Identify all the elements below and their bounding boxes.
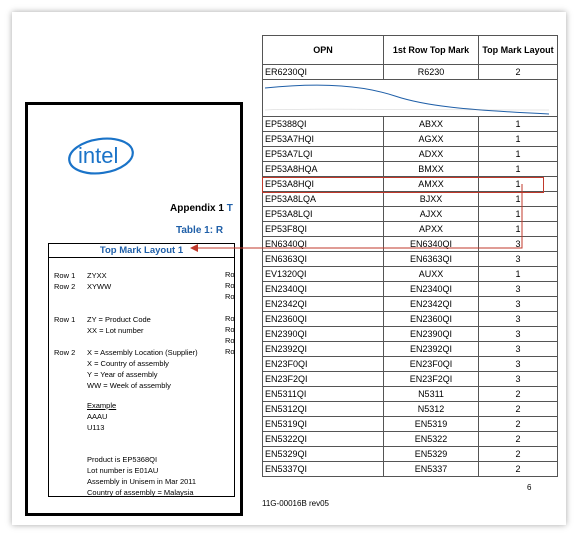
def-row1-line: XX = Lot number <box>87 326 144 335</box>
row2-value: XYWW <box>87 282 112 291</box>
table-cell: ER6230QI <box>262 64 384 80</box>
cut-text: Ro <box>225 270 235 279</box>
table-cell: EN5337 <box>383 461 479 477</box>
cut-text: Ro <box>225 314 235 323</box>
table-cell: 2 <box>478 461 558 477</box>
cut-text: Ro <box>225 281 235 290</box>
cut-text: Ro <box>225 292 235 301</box>
highlight-row-box <box>262 177 544 193</box>
row1-label: Row 1 <box>54 271 76 280</box>
cut-text: Ro <box>225 336 235 345</box>
appendix-title: Appendix 1 T <box>170 203 233 214</box>
left-page: intel Appendix 1 T Table 1: R Top Mark L… <box>25 102 243 516</box>
table-cell: R6230 <box>383 64 479 80</box>
def-row2-line: WW = Week of assembly <box>87 381 171 390</box>
wavy-break-icon <box>265 84 549 115</box>
arrow-head-icon <box>190 244 198 252</box>
doc-id: 11G-00016B rev05 <box>262 499 330 508</box>
row1-value: ZYXX <box>87 271 107 280</box>
table-cell: 2 <box>478 64 558 80</box>
example-line: AAAU <box>87 412 108 421</box>
def-row1-label: Row 1 <box>54 315 76 324</box>
cut-text: Ro <box>225 325 235 334</box>
table-cell: EN5337QI <box>262 461 384 477</box>
header-opn: OPN <box>262 35 384 65</box>
product-line: Country of assembly = Malaysia <box>87 488 194 497</box>
intel-logo: intel <box>68 137 134 175</box>
product-line: Product is EP5368QI <box>87 455 158 464</box>
right-page: OPN 1st Row Top Mark Top Mark Layout ER6… <box>250 35 560 520</box>
def-row2-line: X = Country of assembly <box>87 359 169 368</box>
def-row2-line: X = Assembly Location (Supplier) <box>87 348 198 357</box>
logo-text: intel <box>78 143 118 168</box>
layout-box-title: Top Mark Layout 1 <box>49 244 234 258</box>
table-title: Table 1: R <box>176 225 224 236</box>
def-row2-label: Row 2 <box>54 348 76 357</box>
cut-text: Ro <box>225 347 235 356</box>
layout-box: Top Mark Layout 1 Row 1 ZYXX Row 2 XYWW … <box>48 243 235 497</box>
table-gap <box>262 79 558 117</box>
top-mark-table: OPN 1st Row Top Mark Top Mark Layout ER6… <box>262 35 558 477</box>
product-line: Lot number is E01AU <box>87 466 159 475</box>
row2-label: Row 2 <box>54 282 76 291</box>
def-row1-line: ZY = Product Code <box>87 315 151 324</box>
product-line: Assembly in Unisem in Mar 2011 <box>87 477 197 486</box>
example-heading: Example <box>87 401 117 410</box>
def-row2-line: Y = Year of assembly <box>87 370 158 379</box>
example-line: U113 <box>87 423 105 432</box>
page-number: 6 <box>527 483 532 492</box>
